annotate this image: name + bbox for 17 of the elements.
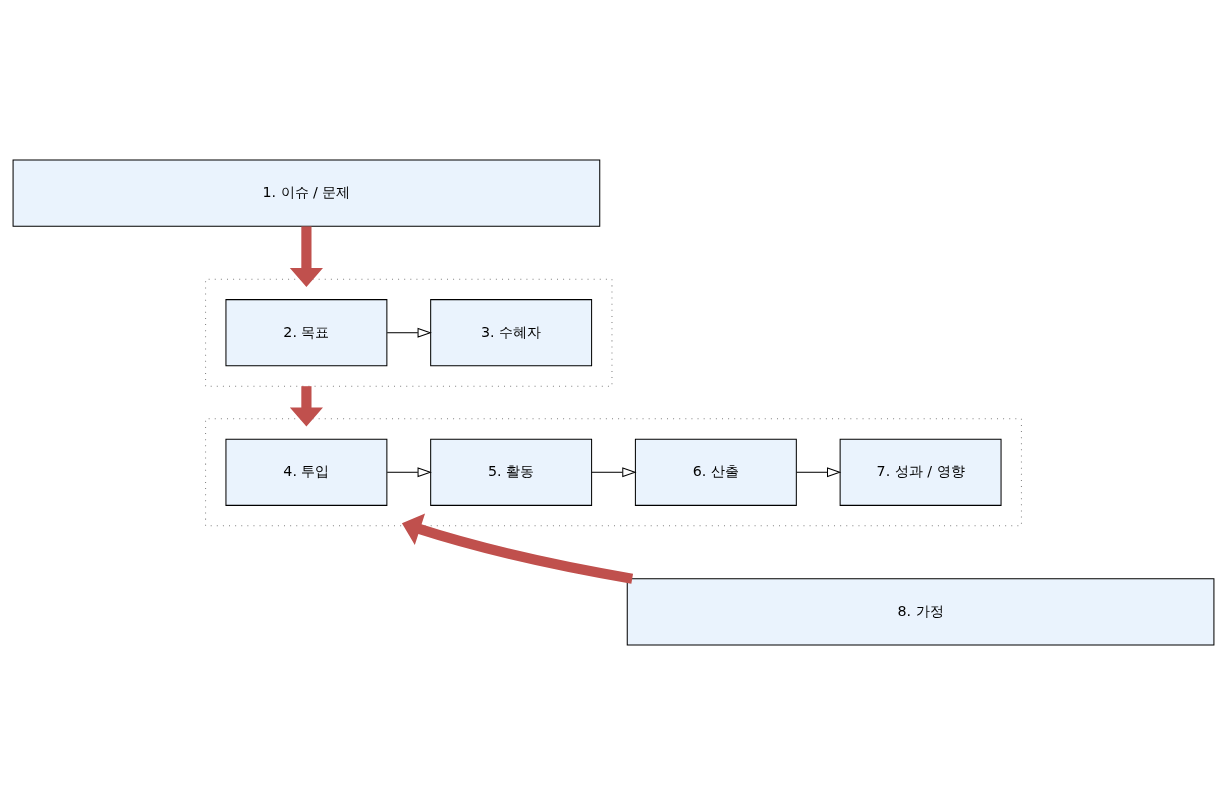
cluster (204, 278, 612, 387)
node-box: 6. 산출 (634, 438, 797, 506)
node-box: 7. 성과 / 영향 (839, 438, 1002, 506)
node-box: 2. 목표 (224, 298, 387, 366)
cluster (204, 417, 1022, 526)
node-box: 8. 가정 (626, 577, 1214, 645)
node-box: 4. 투입 (224, 438, 387, 506)
arrow (590, 466, 637, 477)
arrow (386, 466, 432, 477)
arrow (795, 466, 841, 477)
arrow (401, 512, 633, 584)
node-box: 5. 활동 (429, 438, 592, 506)
node-box: 3. 수혜자 (429, 298, 592, 366)
arrow (386, 327, 432, 338)
arrow (289, 225, 323, 287)
arrow (289, 385, 323, 427)
node-box: 1. 이슈 / 문제 (12, 159, 600, 227)
